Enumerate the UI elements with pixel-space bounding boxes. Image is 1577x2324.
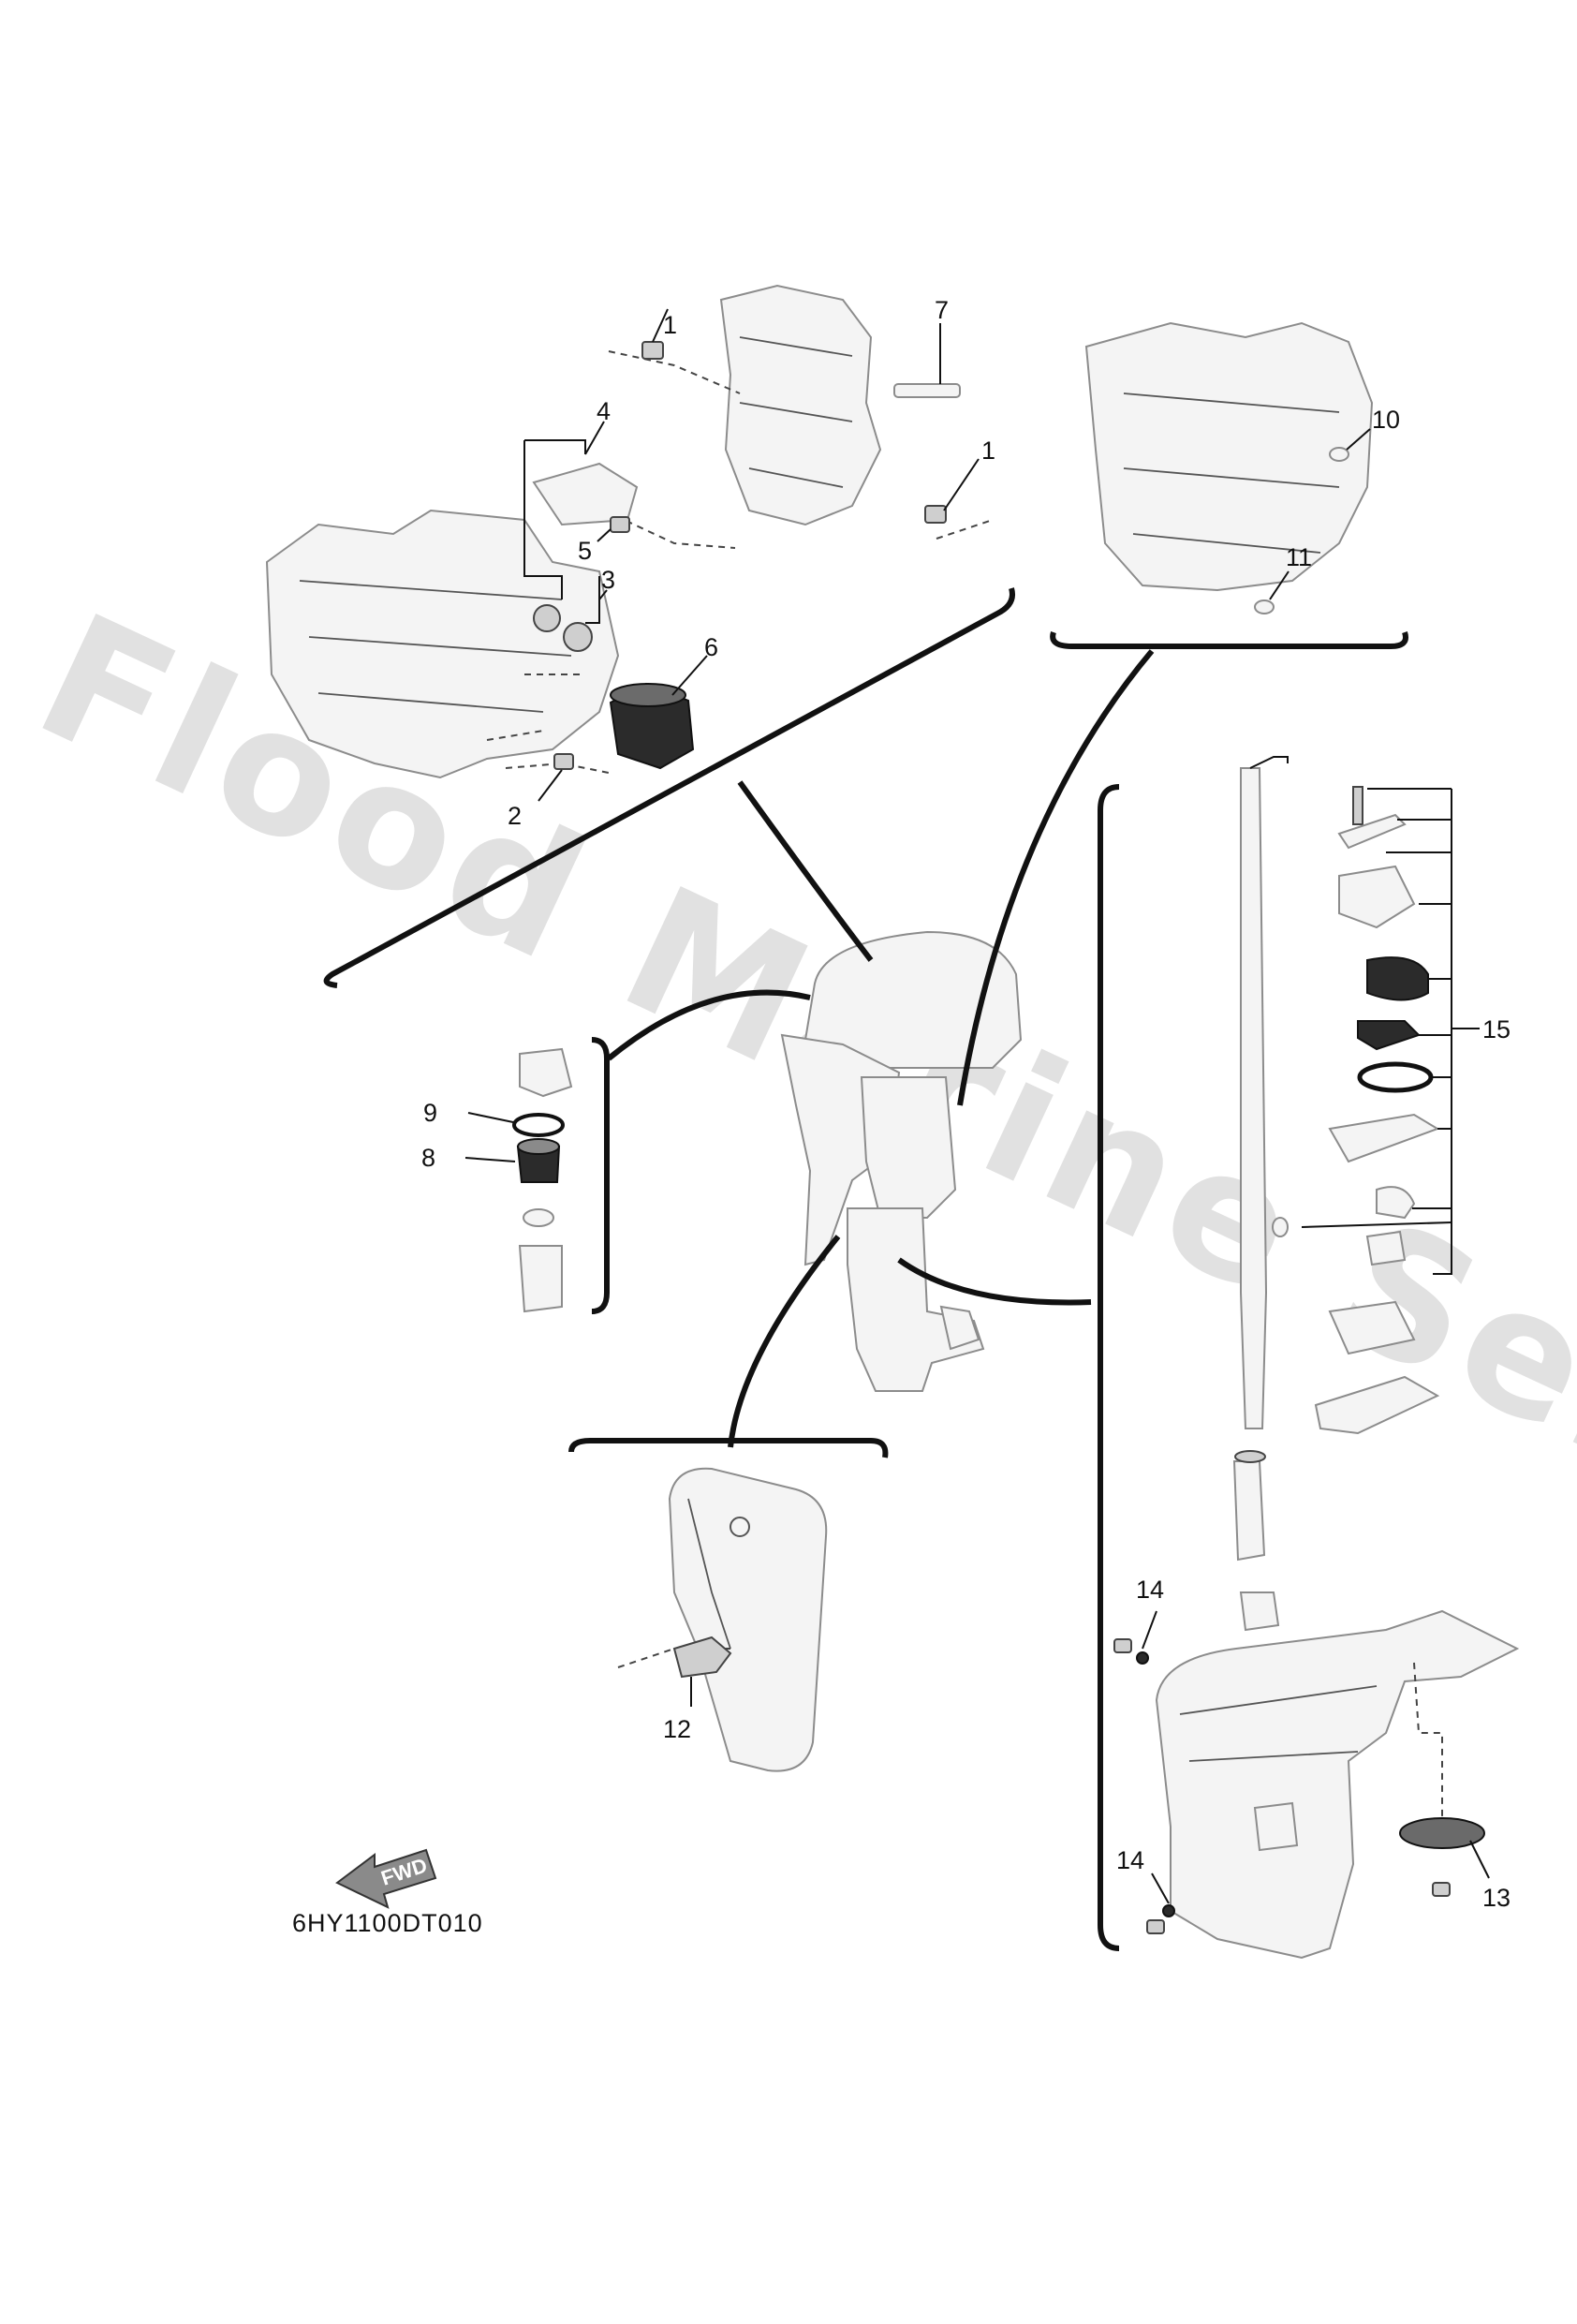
callout-1-second: 1 — [981, 437, 995, 465]
lower-unit-housing — [1155, 1609, 1520, 1960]
outboard-motor — [780, 930, 1023, 1392]
callout-2: 2 — [508, 802, 522, 830]
upper-left-group-arc — [323, 587, 1015, 988]
part-10-o-ring: 10 — [1329, 406, 1400, 462]
drive-shaft — [1240, 756, 1289, 1429]
callout-3: 3 — [601, 566, 615, 594]
part-4-gasket: 4 — [523, 397, 639, 600]
callout-6: 6 — [704, 633, 718, 661]
left-filter-parts — [518, 1047, 573, 1313]
callout-15: 15 — [1482, 1015, 1511, 1044]
crankcase-right-block — [1084, 321, 1374, 592]
callout-1: 1 — [663, 311, 677, 339]
part-12-pad: 12 — [617, 1636, 732, 1743]
callout-8: 8 — [421, 1144, 435, 1172]
forward-arrow: FWD — [335, 1848, 437, 1909]
powerhead-left-block — [265, 284, 882, 779]
upper-right-group-arc — [1050, 631, 1408, 649]
part-1-right-plug: 1 — [924, 437, 995, 524]
part-15-kit-bracket: 15 — [1272, 788, 1511, 1275]
part-9-o-ring: 9 — [423, 1099, 565, 1137]
callout-5: 5 — [578, 537, 592, 565]
part-14-bolt-upper: 14 — [1113, 1576, 1164, 1665]
callout-4: 4 — [597, 397, 611, 425]
callout-13: 13 — [1482, 1884, 1511, 1912]
callout-12: 12 — [663, 1715, 691, 1743]
group-connector-arcs — [607, 649, 1155, 1448]
part-6-oil-filter: 6 — [609, 633, 718, 770]
callout-9: 9 — [423, 1099, 437, 1127]
callout-14-lower: 14 — [1116, 1846, 1144, 1874]
part-11-o-ring: 11 — [1254, 543, 1312, 614]
water-tube-parts — [1232, 1450, 1280, 1632]
transom-bracket — [668, 1467, 828, 1772]
left-filter-group-bracket — [591, 1037, 610, 1314]
part-14-bolt-lower: 14 — [1116, 1846, 1175, 1934]
right-group-bracket — [1098, 784, 1120, 1951]
part-13-anode: 13 — [1399, 1817, 1511, 1912]
callout-10: 10 — [1372, 406, 1400, 434]
part-2-drain-plug: 2 — [508, 753, 574, 830]
part-8-filter-element: 8 — [421, 1138, 561, 1183]
drawing-code: 6HY1100DT010 — [292, 1909, 483, 1937]
part-1-upper-plug: 1 — [641, 308, 677, 360]
callout-11: 11 — [1286, 543, 1312, 571]
part-3-thermostat: 3 — [533, 566, 615, 652]
part-5-pin: 5 — [578, 516, 630, 565]
bracket-group-arc — [568, 1438, 889, 1458]
callout-14-upper: 14 — [1136, 1576, 1164, 1604]
callout-7: 7 — [935, 296, 949, 324]
part-7-spark-plug: 7 — [893, 296, 961, 398]
water-pump-kit — [1314, 786, 1440, 1435]
